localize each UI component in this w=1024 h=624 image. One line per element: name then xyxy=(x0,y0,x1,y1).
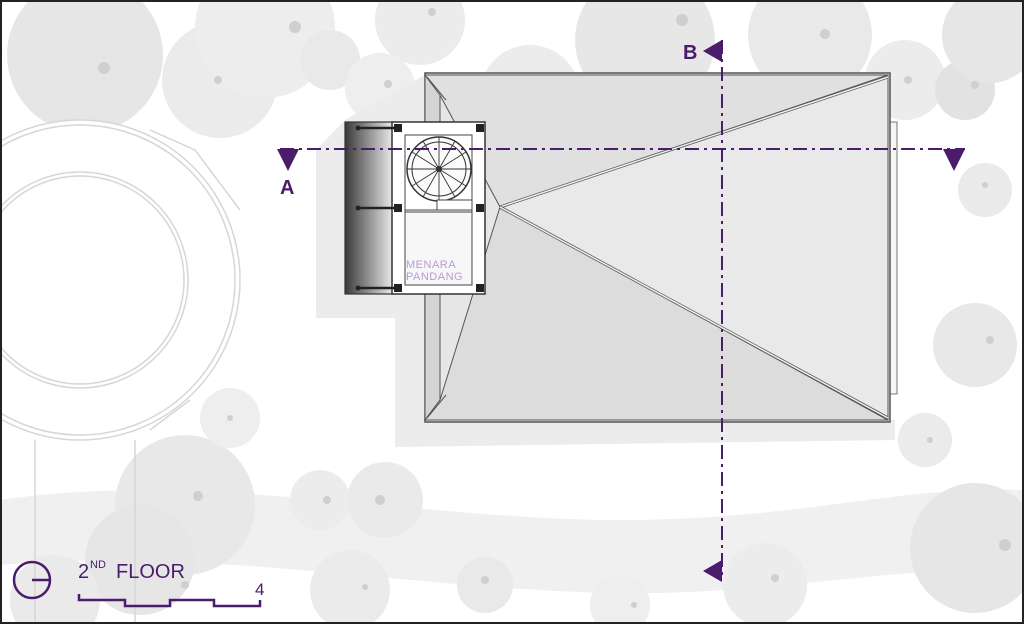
viewing-tower: MENARA PANDANG xyxy=(344,121,486,295)
spiral-stair-icon xyxy=(404,134,473,211)
scale-bar xyxy=(77,594,262,608)
tree-canopy xyxy=(898,413,952,467)
triangle-marker-icon xyxy=(703,560,722,582)
triangle-marker-icon xyxy=(277,149,299,171)
room-label-line-2: PANDANG xyxy=(406,271,463,283)
triangle-marker-icon xyxy=(943,149,965,171)
tree-canopy xyxy=(10,555,100,624)
section-label-a: A xyxy=(280,177,294,199)
north-arrow-icon xyxy=(12,560,52,600)
tree-canopy xyxy=(300,30,360,90)
tree-canopy xyxy=(310,550,390,624)
tree-canopy xyxy=(290,470,350,530)
building-shadow xyxy=(316,75,895,447)
floor-word: FLOOR xyxy=(116,561,185,583)
tree-canopy xyxy=(375,0,465,65)
tree-canopy xyxy=(457,557,513,613)
tree-canopy xyxy=(942,0,1024,83)
circular-structure xyxy=(0,119,241,624)
triangle-marker-icon xyxy=(703,40,722,62)
scale-number: 4 xyxy=(255,580,264,599)
section-markers xyxy=(277,40,965,582)
section-lines xyxy=(280,40,965,580)
tree-canopy xyxy=(723,543,807,624)
tree-canopy xyxy=(933,303,1017,387)
floor-suffix: ND xyxy=(90,559,106,571)
tree-canopy xyxy=(7,0,163,133)
tree-canopy xyxy=(958,163,1012,217)
section-label-b: B xyxy=(683,42,697,64)
tower-railings xyxy=(358,126,394,290)
tree-canopy xyxy=(590,575,650,624)
tower-posts xyxy=(394,124,484,292)
tree-canopy xyxy=(85,505,195,615)
tree-canopy xyxy=(910,483,1024,613)
tree-trunks xyxy=(98,8,1011,608)
room-label-line-1: MENARA xyxy=(406,259,456,271)
main-roof xyxy=(424,72,898,423)
floor-ordinal: 2 xyxy=(78,561,89,583)
